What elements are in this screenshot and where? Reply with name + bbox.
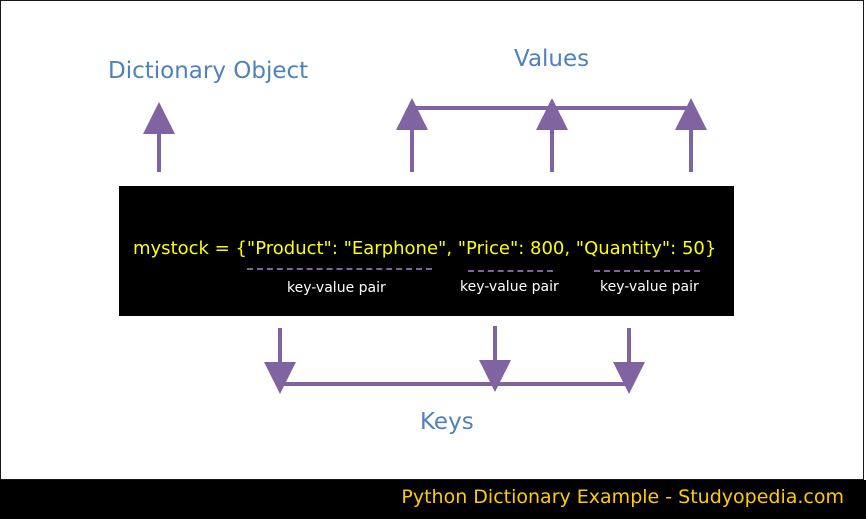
- code-line: mystock = {"Product": "Earphone", "Price…: [133, 238, 717, 259]
- dictionary-object-label: Dictionary Object: [108, 58, 309, 84]
- footer-text: Python Dictionary Example - Studyopedia.…: [401, 486, 844, 508]
- values-label: Values: [514, 46, 590, 72]
- keys-label: Keys: [420, 409, 474, 435]
- pair-label-1: key-value pair: [287, 280, 386, 296]
- pair-underline-3: [594, 270, 700, 272]
- code-box: mystock = {"Product": "Earphone", "Price…: [119, 186, 734, 316]
- pair-underline-1: [247, 268, 432, 270]
- pair-label-2: key-value pair: [460, 279, 559, 295]
- pair-underline-2: [468, 270, 553, 272]
- pair-label-3: key-value pair: [600, 279, 699, 295]
- footer-bar: Python Dictionary Example - Studyopedia.…: [0, 480, 866, 519]
